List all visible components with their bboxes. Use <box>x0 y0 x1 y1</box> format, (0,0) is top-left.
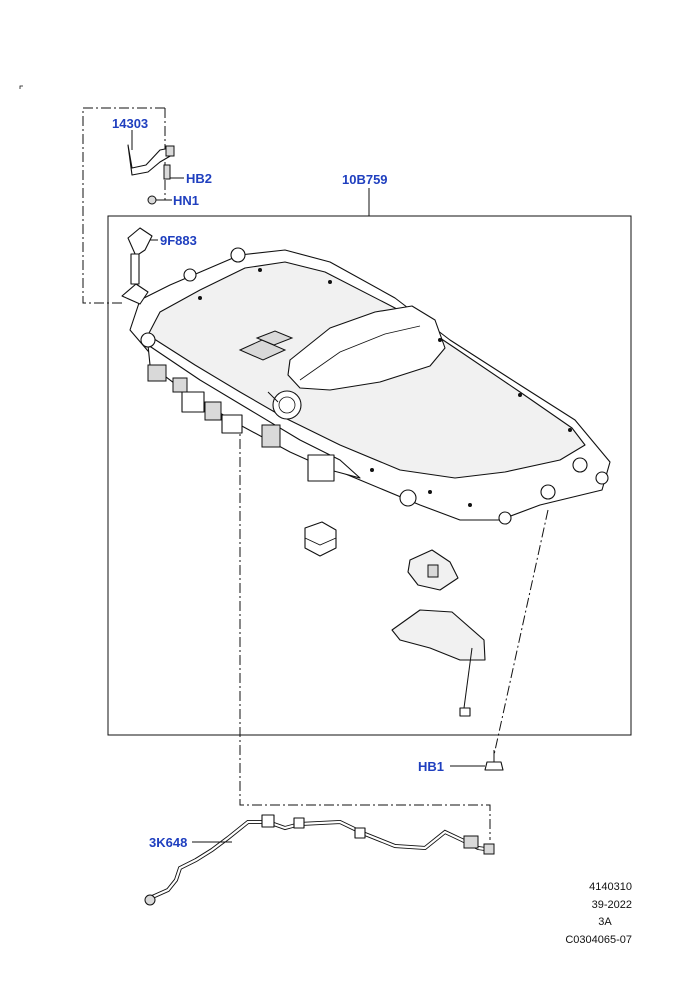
footer-date-code: 39-2022 <box>592 899 632 911</box>
bolt-link <box>493 509 549 756</box>
cover-plate <box>391 609 486 717</box>
harness-link <box>239 385 491 840</box>
callout-9f883: 9F883 <box>160 233 197 248</box>
corner-mark <box>19 85 23 89</box>
callout-hn1: HN1 <box>173 193 199 208</box>
callout-10b759: 10B759 <box>342 172 388 187</box>
wiring-harness-3k648 <box>144 814 495 906</box>
sensor-group-link <box>82 107 165 304</box>
footer-revision: 3A <box>598 916 612 928</box>
footer-reference-code: C0304065-07 <box>565 934 632 946</box>
sensor-14303 <box>127 144 175 176</box>
nut-hn1 <box>147 195 157 205</box>
callout-hb1: HB1 <box>418 759 444 774</box>
callout-hb2: HB2 <box>186 171 212 186</box>
screw-hb2 <box>163 164 171 180</box>
bolt-hb1 <box>484 750 504 771</box>
relay-block <box>304 521 337 557</box>
callout-3k648: 3K648 <box>149 835 187 850</box>
footer-illustration-number: 4140310 <box>589 881 632 893</box>
control-module-assembly <box>129 247 611 525</box>
bracket-component <box>407 549 459 591</box>
callout-14303: 14303 <box>112 116 148 131</box>
sensor-9f883 <box>121 227 153 305</box>
